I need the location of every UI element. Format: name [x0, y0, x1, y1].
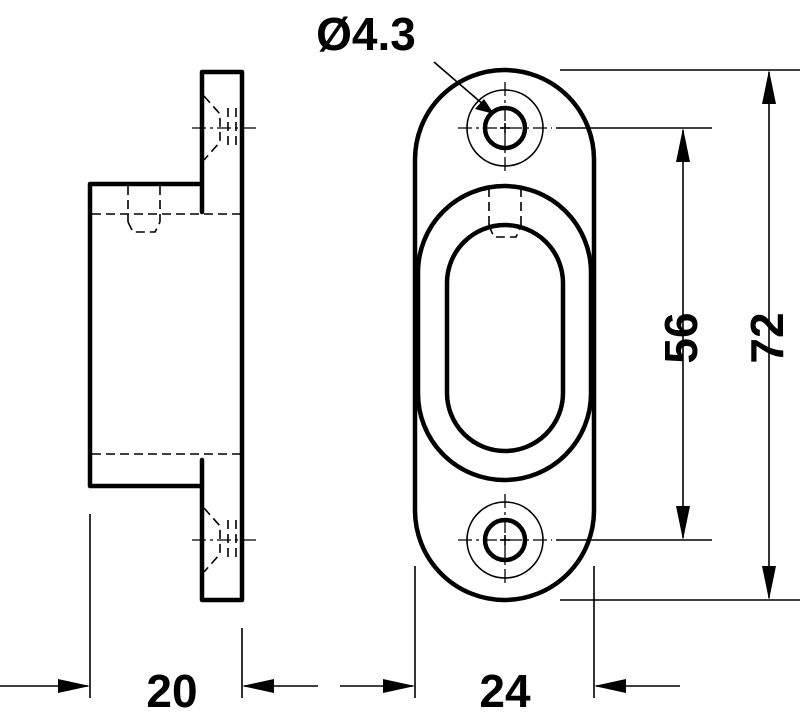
- hole-diameter-callout: Ø4.3: [316, 8, 494, 114]
- side-view-outline: [87, 69, 245, 603]
- dimension-label-20: 20: [146, 665, 197, 717]
- hidden-catch-detail: [127, 186, 161, 233]
- dimension-20: 20: [0, 514, 318, 717]
- dimension-label-56: 56: [655, 312, 707, 363]
- screw-hole-bottom: [458, 494, 552, 586]
- plate-outline: [412, 67, 597, 603]
- screw-hole-top: [458, 82, 552, 174]
- hidden-screw-hole-bottom: [192, 507, 256, 573]
- side-view: 20: [0, 69, 318, 717]
- dimension-label-72: 72: [741, 312, 793, 363]
- catch-slot: [444, 222, 566, 454]
- dimension-label-24: 24: [479, 665, 531, 717]
- hidden-screw-hole-top: [192, 95, 256, 161]
- dimension-56: 56: [556, 127, 712, 541]
- dimension-72: 72: [560, 69, 800, 601]
- dimension-label-hole-diameter: Ø4.3: [316, 8, 416, 60]
- catch-ring: [415, 183, 594, 483]
- front-view: Ø4.3 24 56 72: [316, 8, 800, 717]
- dimension-24: 24: [340, 566, 680, 717]
- hidden-tab: [488, 188, 522, 238]
